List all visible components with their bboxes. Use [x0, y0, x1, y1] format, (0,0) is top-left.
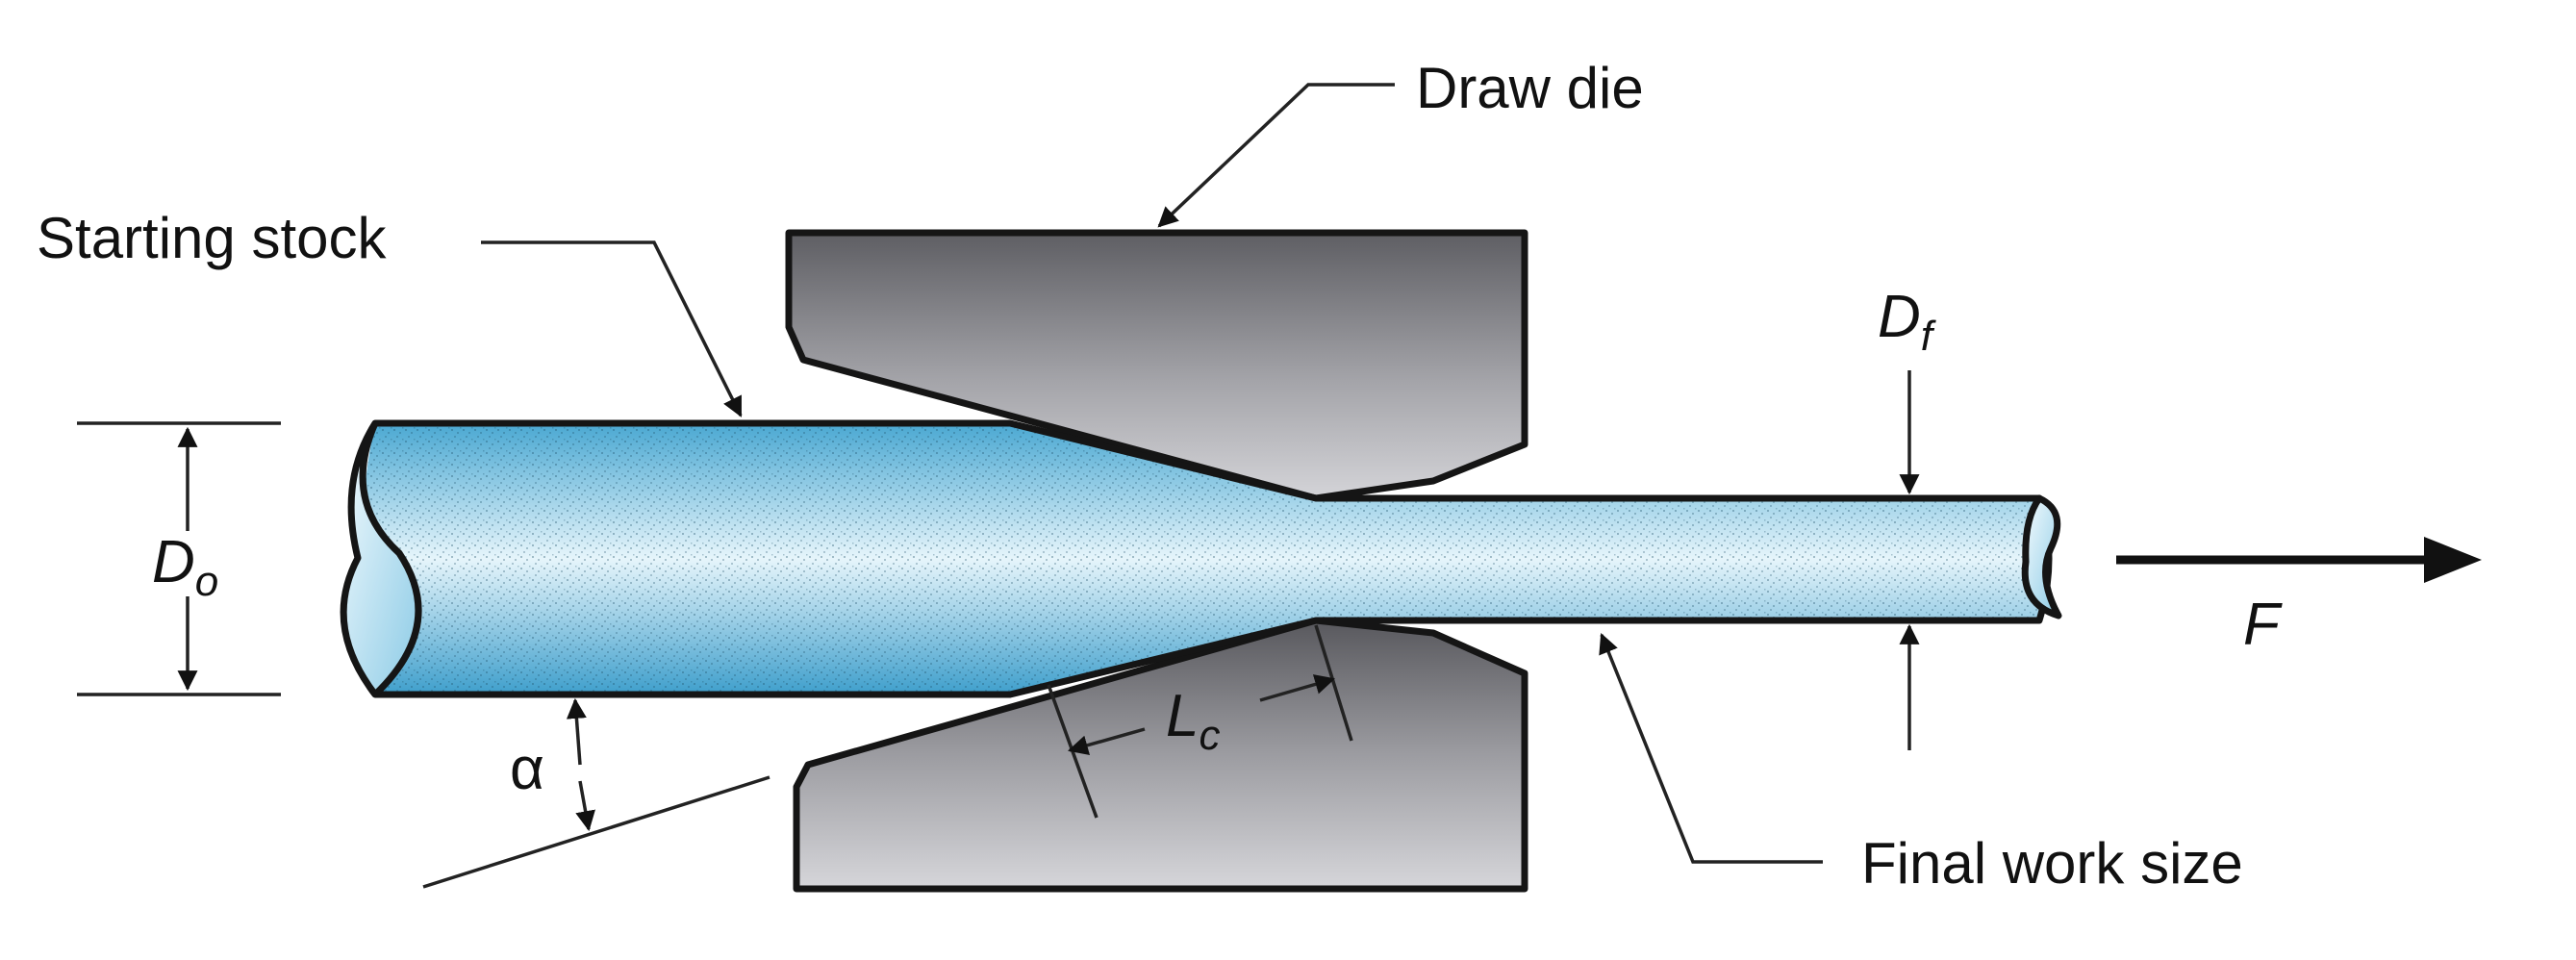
- lc-symbol: Lc: [1166, 683, 1220, 759]
- lc-arrow-right: [1259, 674, 1336, 702]
- lc-symbol-sub: c: [1199, 712, 1220, 759]
- final-work-size-label: Final work size: [1861, 831, 2243, 896]
- force-arrow-head: [2424, 537, 2482, 583]
- alpha-symbol: α: [510, 736, 544, 802]
- df-symbol-sub: f: [1921, 313, 1937, 360]
- starting-stock-leader: [481, 240, 743, 417]
- starting-stock-label: Starting stock: [37, 206, 387, 270]
- draw-die-top: [785, 229, 1528, 502]
- draw-die-leader: [1157, 83, 1395, 228]
- work-broken-end: [2021, 494, 2062, 619]
- df-symbol: Df: [1878, 284, 1937, 360]
- df-symbol-main: D: [1878, 284, 1921, 350]
- lc-arrow-left: [1067, 727, 1146, 755]
- stock-broken-end: [340, 419, 422, 698]
- do-symbol-main: D: [152, 529, 195, 595]
- final-work-leader: [1599, 633, 1823, 864]
- do-symbol-sub: o: [195, 558, 218, 605]
- work-piece: [340, 419, 2062, 698]
- do-symbol: Do: [152, 529, 218, 605]
- alpha-arrow-up: [566, 697, 587, 766]
- stock-texture: [361, 423, 2049, 695]
- draw-die-label: Draw die: [1416, 56, 1644, 120]
- alpha-reference-line: [422, 775, 770, 889]
- lc-symbol-main: L: [1166, 683, 1199, 749]
- force-symbol: F: [2243, 592, 2283, 658]
- alpha-arrow-down: [575, 780, 595, 832]
